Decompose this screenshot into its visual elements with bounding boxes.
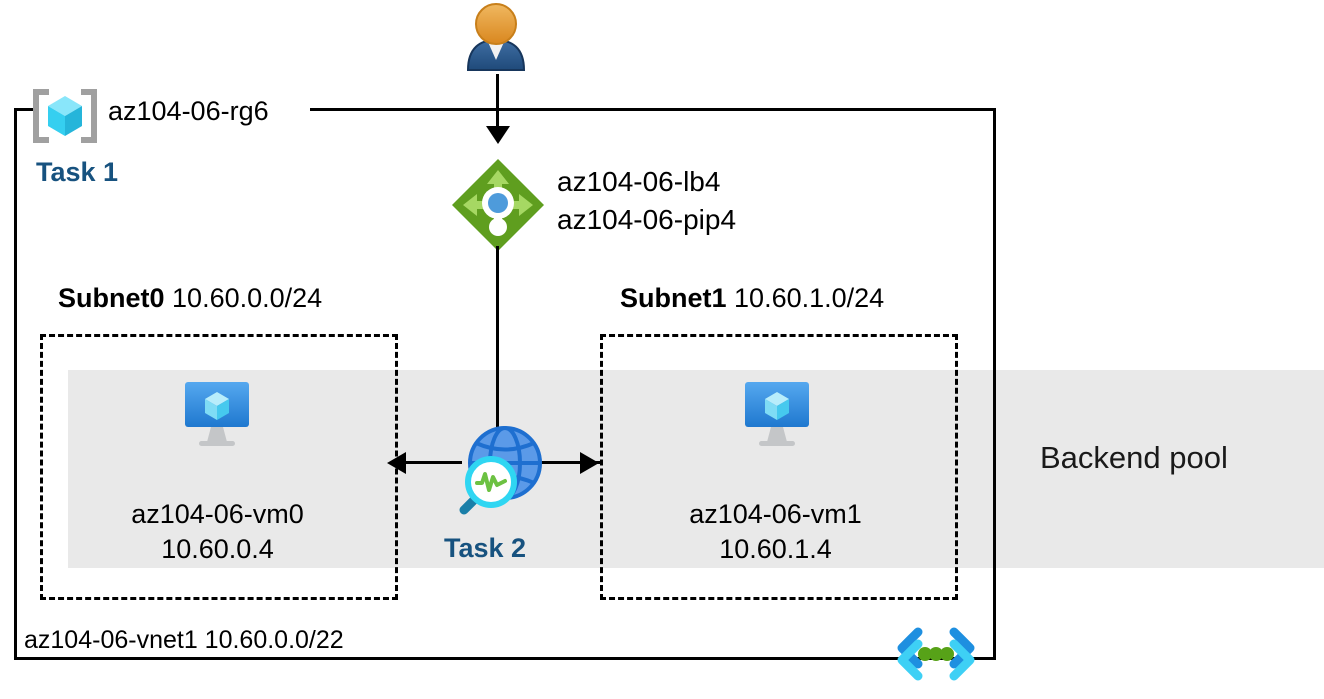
vm-0-labels: az104-06-vm0 10.60.0.4 <box>110 497 325 567</box>
subnet-1-box <box>600 334 958 600</box>
load-balancer-name-label: az104-06-lb4 <box>557 166 721 197</box>
resource-group-border-left <box>14 108 17 660</box>
virtual-machine-icon <box>737 378 817 450</box>
subnet-0-cidr: 10.60.0.0/24 <box>172 283 323 313</box>
subnet-1-name: Subnet1 <box>620 283 727 313</box>
virtual-machine-icon <box>177 378 257 450</box>
vm-0-ip: 10.60.0.4 <box>161 534 274 565</box>
arrowhead-down-to-lb <box>484 124 512 144</box>
backend-pool-label: Backend pool <box>1040 440 1228 475</box>
arrowhead-left-to-subnet-0 <box>386 450 408 476</box>
load-balancer-labels: az104-06-lb4 az104-06-pip4 <box>557 163 736 239</box>
resource-group-border-top-right <box>310 108 996 111</box>
vm-1-labels: az104-06-vm1 10.60.1.4 <box>668 497 883 567</box>
resource-group-name-label: az104-06-rg6 <box>108 96 269 126</box>
virtual-network-label: az104-06-vnet1 10.60.0.0/22 <box>24 626 344 654</box>
vm-1-ip: 10.60.1.4 <box>719 534 832 565</box>
resource-group-border-top-left <box>14 108 38 111</box>
task-1-label: Task 1 <box>36 157 119 187</box>
connector-to-subnet-1 <box>540 461 600 464</box>
public-ip-name-label: az104-06-pip4 <box>557 204 737 236</box>
task-2-label: Task 2 <box>444 533 527 563</box>
load-balancer-icon <box>450 157 546 253</box>
subnet-1-cidr: 10.60.1.0/24 <box>734 283 885 313</box>
subnet-1-title: Subnet1 10.60.1.0/24 <box>620 283 884 314</box>
backend-pool-band <box>68 370 1324 568</box>
subnet-0-name: Subnet0 <box>58 283 165 313</box>
vm-1-name: az104-06-vm1 <box>689 499 862 529</box>
connector-lb-to-backend <box>496 246 499 451</box>
network-watcher-globe-icon <box>450 420 550 520</box>
virtual-network-icon <box>896 627 976 681</box>
connector-to-subnet-0 <box>392 461 462 464</box>
resource-group-border-right <box>993 108 996 660</box>
resource-group-border-bottom <box>14 657 996 660</box>
user-icon <box>458 2 534 74</box>
vm-0-name: az104-06-vm0 <box>131 499 304 529</box>
arrowhead-right-to-subnet-1 <box>578 450 600 476</box>
connector-user-to-lb <box>496 74 499 128</box>
subnet-0-title: Subnet0 10.60.0.0/24 <box>58 283 322 314</box>
resource-group-cube-icon <box>32 88 98 144</box>
